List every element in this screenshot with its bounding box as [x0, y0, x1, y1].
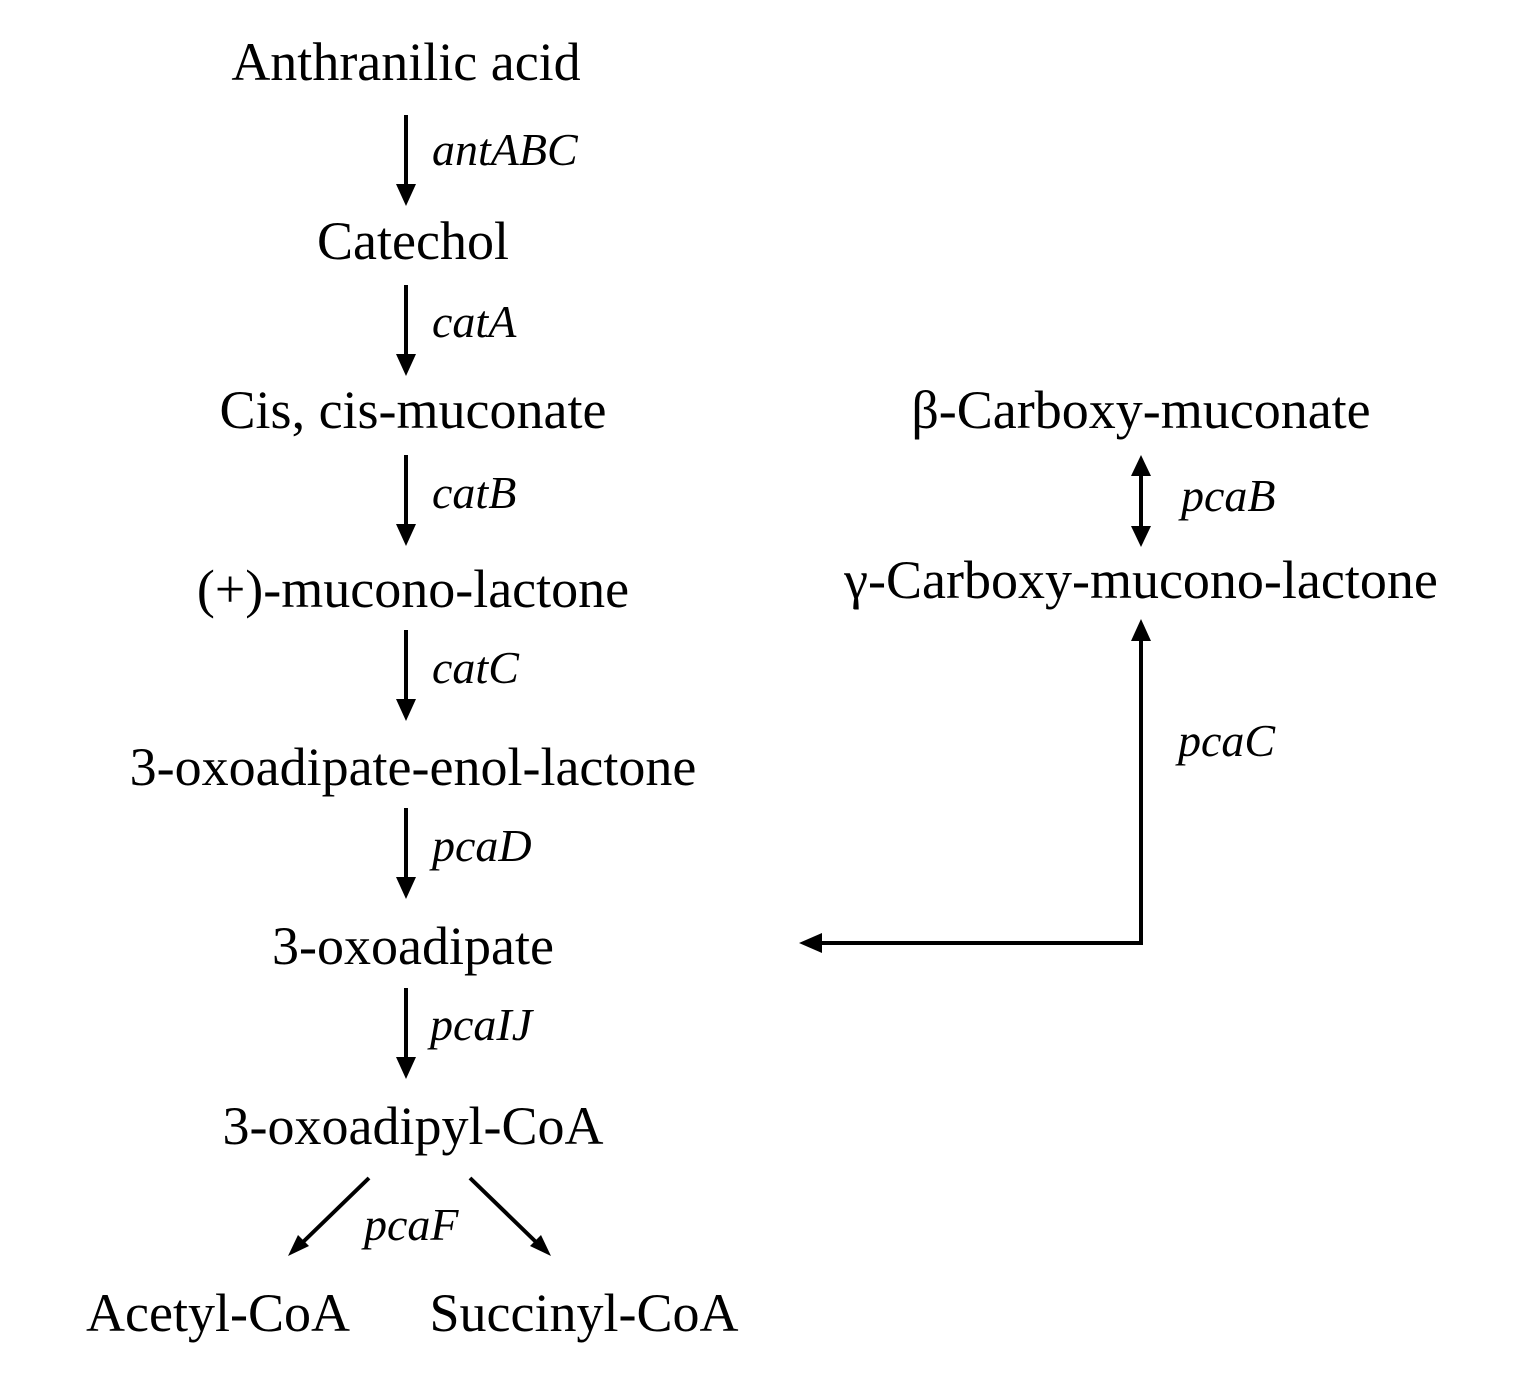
- gene-label-pcab: pcaB: [1178, 470, 1276, 521]
- gene-label-catc: catC: [432, 642, 520, 693]
- arrow-pcad: [396, 808, 416, 899]
- gene-label-pcaij: pcaIJ: [427, 999, 535, 1050]
- node-beta-carboxy-muconate: β-Carboxy-muconate: [911, 380, 1370, 440]
- node-mucono-lactone: (+)-mucono-lactone: [197, 559, 629, 619]
- gene-label-catb: catB: [432, 467, 516, 518]
- arrow-catb: [396, 455, 416, 546]
- gene-label-pcac: pcaC: [1175, 715, 1276, 766]
- gene-label-pcad: pcaD: [429, 820, 532, 871]
- gene-label-cata: catA: [432, 296, 517, 347]
- arrow-pcac-elbow: [799, 619, 1151, 953]
- node-oxoadipate: 3-oxoadipate: [272, 916, 554, 976]
- gene-label-antabc: antABC: [432, 124, 579, 175]
- arrow-antabc: [396, 115, 416, 206]
- arrow-catc: [396, 630, 416, 721]
- arrow-pcab-reversible: [1131, 455, 1151, 547]
- arrow-cata: [396, 285, 416, 376]
- arrow-pcaij: [396, 988, 416, 1079]
- arrow-pcaf-acetyl: [288, 1176, 371, 1256]
- node-oxoadipyl-coa: 3-oxoadipyl-CoA: [223, 1096, 604, 1156]
- gene-label-pcaf: pcaF: [361, 1199, 459, 1250]
- arrow-pcaf-succinyl: [468, 1176, 551, 1256]
- node-anthranilic-acid: Anthranilic acid: [231, 32, 580, 92]
- node-succinyl-coa: Succinyl-CoA: [430, 1283, 739, 1343]
- node-catechol: Catechol: [317, 211, 509, 271]
- node-acetyl-coa: Acetyl-CoA: [86, 1283, 350, 1343]
- node-oxoadipate-enol-lactone: 3-oxoadipate-enol-lactone: [130, 737, 697, 797]
- node-cis-cis-muconate: Cis, cis-muconate: [220, 380, 607, 440]
- node-gamma-carboxy-mucono-lactone: γ-Carboxy-mucono-lactone: [843, 550, 1438, 610]
